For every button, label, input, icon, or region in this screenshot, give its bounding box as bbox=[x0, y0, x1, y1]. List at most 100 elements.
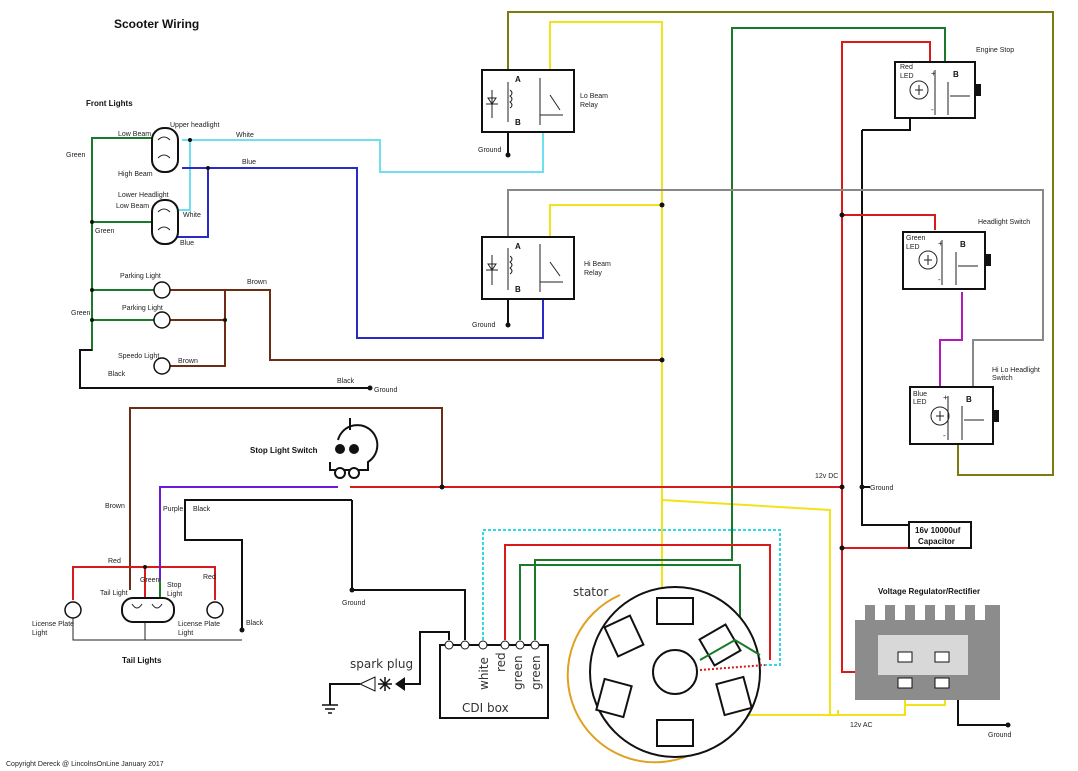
label-white-2: White bbox=[183, 212, 201, 219]
lower-headlight bbox=[151, 199, 179, 245]
label-green-3: Green bbox=[71, 310, 91, 317]
wire-black-spark bbox=[329, 631, 450, 705]
diagram-title: Scooter Wiring bbox=[114, 17, 199, 31]
svg-text:16v 10000uf: 16v 10000uf bbox=[915, 526, 961, 535]
label-blue-2: Blue bbox=[180, 240, 194, 247]
capacitor: 16v 10000uf Capacitor bbox=[908, 521, 972, 549]
engine-stop-label: Engine Stop bbox=[976, 47, 1014, 54]
svg-text:B: B bbox=[515, 118, 521, 127]
wire-brown-stop bbox=[129, 407, 443, 590]
label-green-2: Green bbox=[95, 228, 115, 235]
stop-switch-label: Stop Light Switch bbox=[250, 446, 318, 455]
headlight-switch: + - B Green LED bbox=[902, 231, 991, 290]
wire-black-switch-engine bbox=[862, 115, 911, 131]
label-tail-ground: Ground bbox=[342, 600, 365, 607]
svg-text:LED: LED bbox=[913, 399, 927, 406]
stator-label: stator bbox=[573, 585, 608, 599]
svg-text:+: + bbox=[943, 393, 948, 402]
svg-text:Green: Green bbox=[906, 235, 926, 242]
label-brown-1: Brown bbox=[247, 279, 267, 286]
svg-text:+: + bbox=[938, 239, 943, 248]
wire-olive bbox=[507, 11, 1054, 476]
label-black-2: Black bbox=[337, 378, 355, 385]
label-ground-right: Ground bbox=[870, 485, 893, 492]
svg-text:Relay: Relay bbox=[584, 270, 602, 277]
headlight-switch-label: Headlight Switch bbox=[978, 219, 1030, 226]
hi-relay-ground: Ground bbox=[472, 322, 495, 329]
stop-light-switch bbox=[329, 418, 379, 479]
label-low-beam-2: Low Beam bbox=[116, 203, 149, 210]
label-tail-black: Black bbox=[193, 506, 211, 513]
hilo-switch-label2: Switch bbox=[992, 375, 1013, 382]
license-plate-light-left bbox=[64, 601, 82, 619]
upper-headlight bbox=[151, 127, 179, 173]
label-low-beam: Low Beam bbox=[118, 131, 151, 138]
wire-brown-lights bbox=[170, 289, 662, 367]
svg-text:-: - bbox=[938, 275, 941, 284]
label-12v-dc: 12v DC bbox=[815, 473, 838, 480]
label-tail-black-2: Black bbox=[246, 620, 264, 627]
svg-text:B: B bbox=[953, 70, 959, 79]
wire-black-tail bbox=[184, 499, 466, 640]
label-tail-red: Red bbox=[108, 558, 121, 565]
junction-nodes bbox=[90, 138, 1011, 728]
label-tail-purple: Purple bbox=[163, 506, 183, 513]
label-speedo: Speedo Light bbox=[118, 353, 159, 360]
label-lp-left-1: License Plate bbox=[32, 621, 74, 628]
label-lower-headlight: Lower Headlight bbox=[118, 192, 169, 199]
spark-plug-label: spark plug bbox=[350, 657, 413, 671]
wire-yellow-hi bbox=[549, 204, 662, 240]
label-parking-1: Parking Light bbox=[120, 273, 161, 280]
wire-white-headlight bbox=[182, 130, 544, 173]
wire-magenta-switch bbox=[939, 292, 963, 390]
label-parking-2: Parking Light bbox=[122, 305, 163, 312]
wire-gray bbox=[507, 189, 1044, 398]
label-12v-ac: 12v AC bbox=[850, 722, 873, 729]
engine-stop-switch: + - B Red LED bbox=[894, 61, 981, 119]
regulator-label: Voltage Regulator/Rectifier bbox=[878, 587, 980, 596]
label-black-1: Black bbox=[108, 371, 126, 378]
wire-red-cdi bbox=[504, 544, 771, 660]
svg-text:Lo Beam: Lo Beam bbox=[580, 93, 608, 100]
spark-plug bbox=[322, 676, 405, 714]
label-tail-green: Green bbox=[140, 577, 160, 584]
hilo-switch-label1: Hi Lo Headlight bbox=[992, 367, 1040, 374]
label-ground-bottom: Ground bbox=[988, 732, 1011, 739]
label-green-1: Green bbox=[66, 152, 86, 159]
cdi-pin-white: white bbox=[477, 657, 491, 690]
hi-beam-relay: A B Hi Beam Relay bbox=[481, 236, 611, 300]
wire-black-ground bbox=[79, 349, 370, 389]
svg-text:Capacitor: Capacitor bbox=[918, 537, 955, 546]
voltage-regulator bbox=[855, 605, 1000, 700]
cdi-box: CDI box bbox=[439, 640, 549, 719]
label-ground-front: Ground bbox=[374, 387, 397, 394]
copyright: Copyright Dereck @ LincolnsOnLine Januar… bbox=[6, 761, 164, 768]
svg-text:B: B bbox=[515, 285, 521, 294]
svg-text:Red: Red bbox=[900, 64, 913, 71]
label-stop-1: Stop bbox=[167, 582, 182, 589]
license-plate-light-right bbox=[206, 601, 224, 619]
cdi-pin-green1: green bbox=[511, 655, 525, 690]
lo-relay-ground: Ground bbox=[478, 147, 501, 154]
tail-lights-heading: Tail Lights bbox=[122, 656, 162, 665]
svg-text:Relay: Relay bbox=[580, 102, 598, 109]
svg-text:Hi Beam: Hi Beam bbox=[584, 261, 611, 268]
label-white-1: White bbox=[236, 132, 254, 139]
svg-text:A: A bbox=[515, 75, 521, 84]
svg-text:B: B bbox=[960, 240, 966, 249]
wire-red-main bbox=[350, 41, 936, 673]
wire-purple-stop bbox=[159, 486, 338, 600]
svg-text:+: + bbox=[931, 69, 936, 78]
hi-lo-headlight-switch: + - B Blue LED bbox=[909, 386, 999, 445]
svg-text:-: - bbox=[943, 431, 946, 440]
svg-text:Blue: Blue bbox=[913, 391, 927, 398]
label-blue-1: Blue bbox=[242, 159, 256, 166]
label-upper-headlight: Upper headlight bbox=[170, 122, 219, 129]
label-tail-red2: Red bbox=[203, 574, 216, 581]
label-tail-light: Tail Light bbox=[100, 590, 128, 597]
parking-light-1 bbox=[153, 281, 171, 299]
label-lp-right-1: License Plate bbox=[178, 621, 220, 628]
label-high-beam: High Beam bbox=[118, 171, 153, 178]
stator bbox=[566, 586, 766, 764]
speedo-light bbox=[153, 357, 171, 375]
